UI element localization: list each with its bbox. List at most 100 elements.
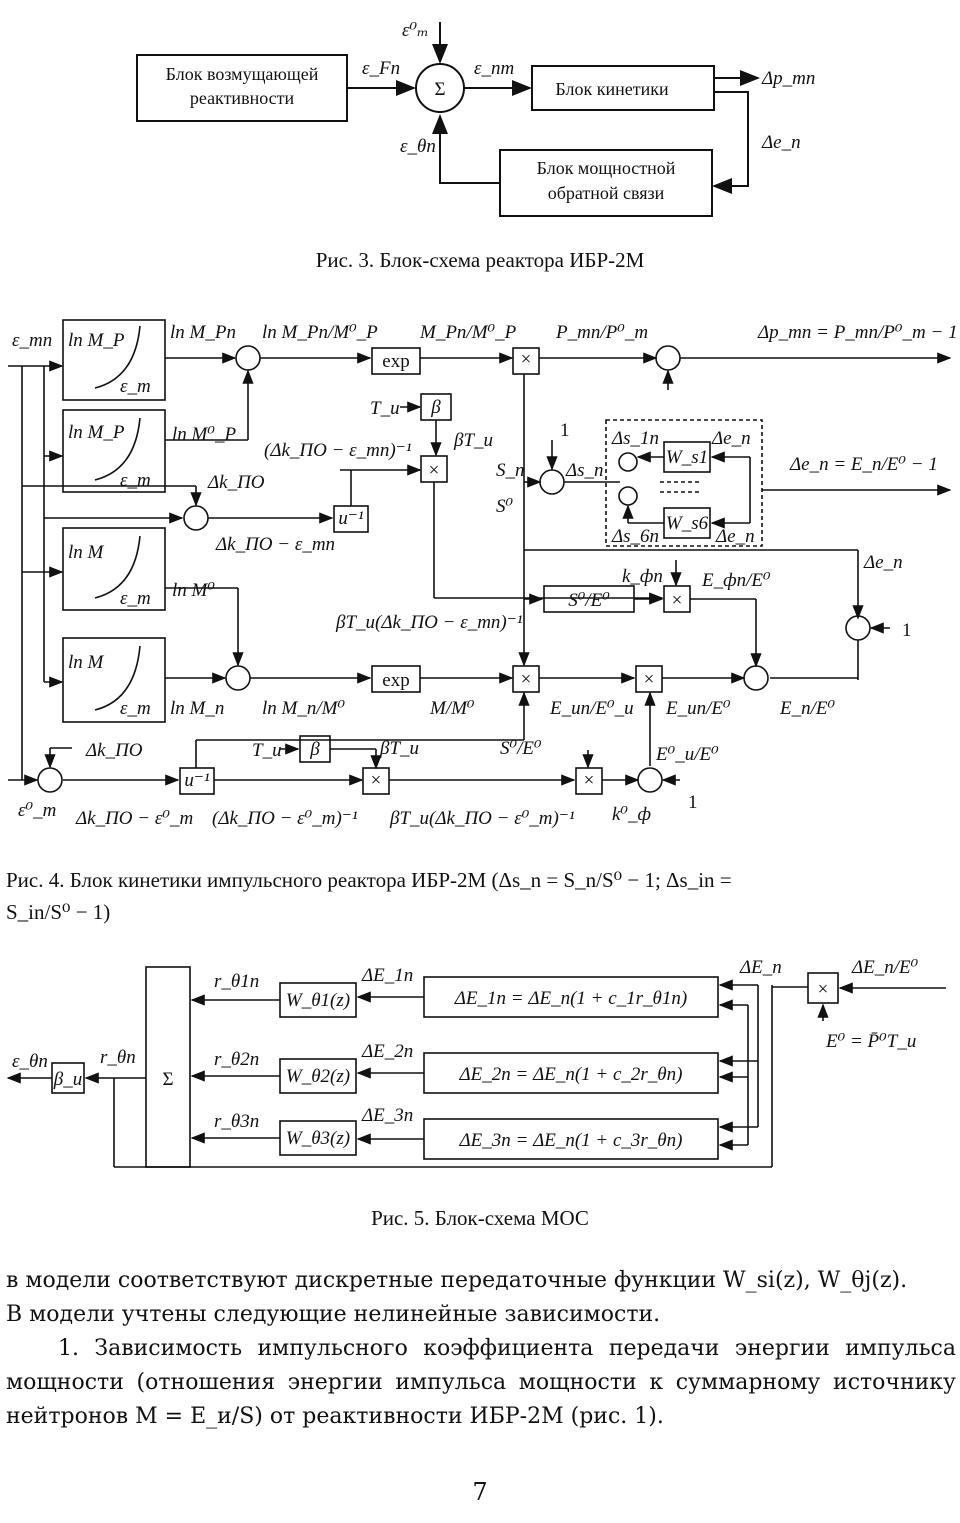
lbl-t-i-bottom: T_и <box>252 740 282 761</box>
lbl-w1: W_θ1(z) <box>286 990 350 1011</box>
sum-ei <box>637 767 663 793</box>
lbl-sn: S_n <box>496 460 525 481</box>
lbl-de-eq: Δe_n = E_n/E⁰ − 1 <box>789 454 938 475</box>
lbl-ln-mpn-ratio: ln M_Pn/M⁰_P <box>262 322 378 343</box>
lbl-mul-bottom-2: × <box>644 669 655 690</box>
lbl-eq1: ΔE_1n = ΔE_n(1 + c_1r_θ1n) <box>454 988 687 1009</box>
sum-ws1 <box>618 452 638 472</box>
sum-top <box>235 345 261 371</box>
lbl-u-inv-top: u⁻¹ <box>338 508 364 529</box>
lbl-eps-m-1: ε_m <box>120 376 151 397</box>
lbl-pmn-ratio: P_mn/P⁰_m <box>555 322 648 343</box>
lbl-mul: × <box>818 979 829 1000</box>
lbl-ws6: W_s6 <box>666 513 709 534</box>
lbl-ws1: W_s1 <box>666 447 708 468</box>
figure-4-diagram: ε_mn ln M_P ε_m ln M_P ε_m ln M ε_m ln M… <box>8 319 958 829</box>
lbl-r-theta: r_θn <box>100 1047 136 1068</box>
exp-block-bottom <box>371 665 421 693</box>
input-eps-m0: ε⁰ₘ <box>402 20 429 41</box>
reactivity-block-line2: реактивности <box>190 88 295 108</box>
lbl-mul-top: × <box>521 349 532 370</box>
lbl-beta-t-bottom: βT_и <box>379 738 419 759</box>
lbl-e0i-e0: E⁰_и/E⁰ <box>655 744 719 765</box>
lbl-dk-minus: Δk_ПО − ε_mn <box>215 534 335 555</box>
lbl-s0-e0-bottom: S⁰/E⁰ <box>500 738 542 759</box>
page-number: 7 <box>472 1478 488 1506</box>
body-text: в модели соответствуют дискретные переда… <box>6 1264 956 1434</box>
lbl-ln-m0: ln M⁰ <box>172 580 215 601</box>
lbl-mul-lowest-2: × <box>584 770 595 791</box>
lbl-eps-m-3: ε_m <box>120 588 151 609</box>
lbl-dp-eq: Δp_mn = P_mn/P⁰_m − 1 <box>757 322 958 343</box>
lbl-t-i-top: T_и <box>370 398 400 419</box>
input-eps-theta: ε_θn <box>400 136 436 157</box>
lbl-eps-mn: ε_mn <box>12 330 52 351</box>
lbl-de1: ΔE_1n <box>361 965 413 986</box>
lbl-eq2: ΔE_2n = ΔE_n(1 + c_2r_θn) <box>459 1064 683 1085</box>
lbl-ln-mn: ln M_n <box>170 698 224 719</box>
lbl-ln-m-4: ln M <box>68 652 105 673</box>
lbl-beta-top: β <box>430 397 441 418</box>
lbl-eps-m-2: ε_m <box>120 470 151 491</box>
lbl-eps0-m: ε⁰_m <box>18 800 56 821</box>
lbl-r2: r_θ2n <box>214 1049 259 1070</box>
lbl-mul-lowest-1: × <box>371 770 382 791</box>
mul-block <box>807 972 839 1004</box>
lbl-den-e0: ΔE_n/E⁰ <box>851 957 919 978</box>
lbl-r1: r_θ1n <box>214 971 259 992</box>
kinetics-block-label: Блок кинетики <box>555 79 669 99</box>
lbl-eps-theta: ε_θn <box>12 1051 48 1072</box>
lbl-bt-inv: βT_и(Δk_ПО − ε_mn)⁻¹ <box>335 612 523 633</box>
lbl-de-n-1: Δe_n <box>711 428 751 449</box>
lbl-e-in-e0: E_иn/E⁰ <box>665 698 731 719</box>
lbl-e-in-ratio: E_иn/E⁰_и <box>549 698 634 719</box>
figure-3-diagram: Блок возмущающей реактивности Блок кинет… <box>136 20 815 217</box>
lbl-en-e0: E_n/E⁰ <box>779 698 835 719</box>
lbl-mul-bottom: × <box>521 669 532 690</box>
lbl-ln-mp-1: ln M_P <box>68 330 125 351</box>
lbl-mul-kf: × <box>672 590 683 611</box>
sum-bottom <box>225 665 251 691</box>
lbl-ds-n: Δs_n <box>565 460 604 481</box>
sum-en <box>743 665 769 691</box>
lbl-mpn-ratio: M_Pn/M⁰_P <box>419 322 517 343</box>
feedback-block-line1: Блок мощностной <box>537 158 676 178</box>
lbl-w3: W_θ3(z) <box>286 1128 350 1149</box>
kinetics-block <box>531 65 715 111</box>
figure-4-caption-line1: Рис. 4. Блок кинетики импульсного реакто… <box>6 868 732 892</box>
lbl-inv-dk0: (Δk_ПО − ε⁰_m)⁻¹ <box>212 808 358 829</box>
paragraph-3: 1. Зависимость импульсного коэффициента … <box>6 1336 956 1429</box>
lbl-de2: ΔE_2n <box>361 1041 413 1062</box>
lbl-de-n-3: Δe_n <box>863 552 903 573</box>
lbl-w2: W_θ2(z) <box>286 1066 350 1087</box>
lbl-sum: Σ <box>162 1069 173 1090</box>
lbl-eps-m-4: ε_m <box>120 698 151 719</box>
lbl-ds-6n: Δs_6n <box>611 526 659 547</box>
lbl-k-fn: k_фn <box>622 566 663 587</box>
sum-ws6 <box>618 486 638 506</box>
lbl-ln-mpn: ln M_Pn <box>170 322 236 343</box>
lbl-e-fn: E_фn/E⁰ <box>701 570 771 591</box>
lbl-dk-eps0: Δk_ПО − ε⁰_m <box>75 808 193 829</box>
lbl-ln-mp-2: ln M_P <box>68 422 125 443</box>
ws-group <box>605 419 763 547</box>
lbl-ln-m0p: ln M⁰_P <box>172 424 236 445</box>
lbl-dk-po-1: Δk_ПО <box>207 472 265 493</box>
lbl-inv-dk: (Δk_ПО − ε_mn)⁻¹ <box>264 440 412 461</box>
sum-block <box>145 966 191 1168</box>
mul-lowest-1 <box>362 767 390 795</box>
figure-5-caption: Рис. 5. Блок-схема МОС <box>371 1206 589 1230</box>
sum-lowest <box>37 767 63 793</box>
output-dp: Δp_mn <box>761 68 815 89</box>
lbl-bt-inv0: βT_и(Δk_ПО − ε⁰_m)⁻¹ <box>389 808 575 829</box>
paragraph-2: В модели учтены следующие нелинейные зав… <box>6 1302 661 1327</box>
lbl-s0: S⁰ <box>496 496 514 517</box>
lbl-beta-t-top: βT_и <box>453 430 493 451</box>
figure-4-caption: Рис. 4. Блок кинетики импульсного реакто… <box>6 864 956 928</box>
lbl-beta-bottom: β <box>309 739 320 760</box>
lbl-de3: ΔE_3n <box>361 1105 413 1126</box>
sum-dp <box>655 345 681 371</box>
figure-5-diagram: ε_θn β_и r_θn Σ r_θ1n r_θ2n r_θ3n W_θ1(z… <box>6 957 946 1168</box>
feedback-block-line2: обратной связи <box>548 183 665 203</box>
sum-s <box>539 469 565 495</box>
